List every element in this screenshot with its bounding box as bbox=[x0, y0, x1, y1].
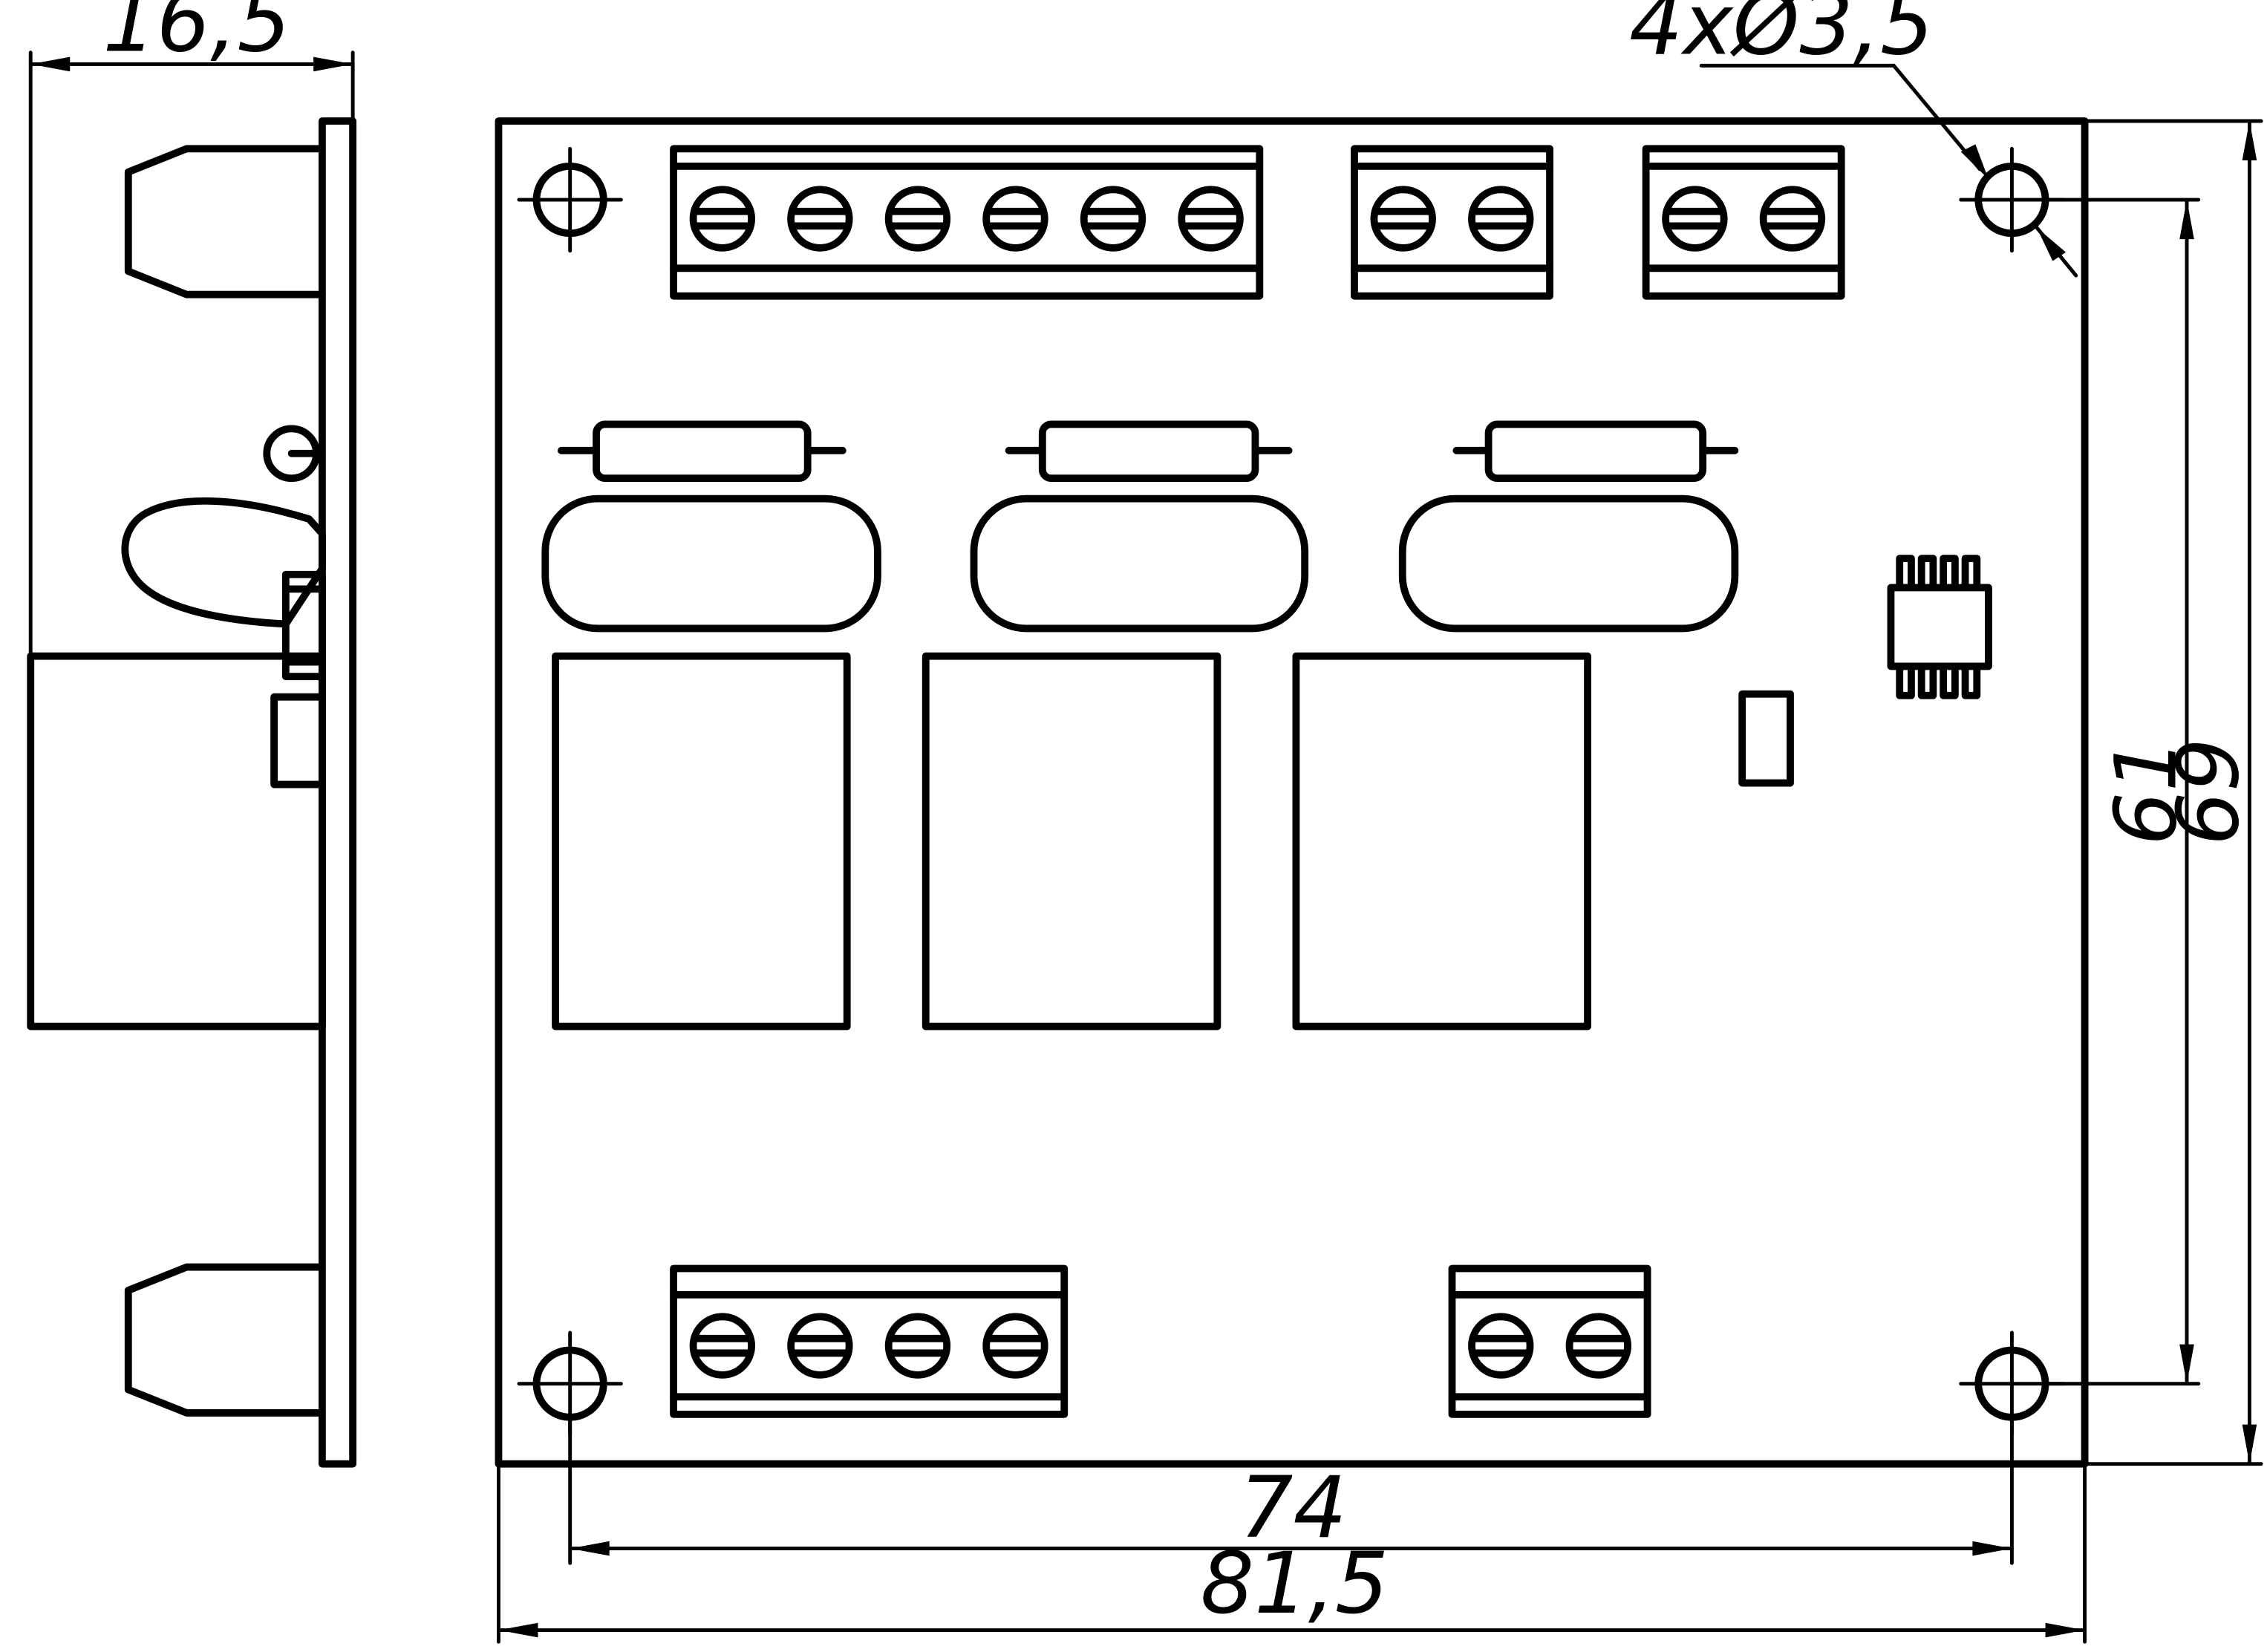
terminal-screw bbox=[982, 186, 1048, 252]
resistor bbox=[557, 420, 847, 483]
terminal-screw bbox=[1565, 1313, 1631, 1379]
side-relay-body bbox=[27, 652, 326, 1031]
terminal-screw bbox=[689, 1313, 756, 1379]
terminal-block bbox=[670, 145, 1264, 300]
dim-height-label: 69 bbox=[2159, 738, 2258, 846]
smd-component bbox=[1738, 690, 1794, 787]
side-connector-bottom bbox=[124, 1263, 326, 1417]
terminal-block bbox=[670, 1264, 1069, 1418]
terminal-screw bbox=[1468, 1313, 1534, 1379]
side-view: 16,5 bbox=[27, 0, 357, 1468]
terminal-screw bbox=[689, 186, 756, 252]
soic-chip bbox=[1887, 555, 1992, 699]
side-smd-part bbox=[281, 570, 326, 681]
relay bbox=[552, 652, 851, 1031]
side-capacitor bbox=[121, 497, 326, 628]
terminal-screw bbox=[1178, 186, 1244, 252]
dim-width-label: 81,5 bbox=[1201, 1534, 1389, 1633]
side-board-edge bbox=[318, 117, 357, 1468]
dim-hole-horizontal-label: 74 bbox=[1239, 1458, 1347, 1557]
terminal-screw bbox=[787, 186, 853, 252]
front-view: 4xØ3,5 61 69 74 81,5 bbox=[495, 0, 2263, 1644]
dim-holes-label: 4xØ3,5 bbox=[1629, 0, 1934, 74]
terminal-block bbox=[1642, 145, 1845, 300]
terminal-screw bbox=[982, 1313, 1048, 1379]
terminal-screw bbox=[1468, 186, 1534, 252]
terminal-screw bbox=[1759, 186, 1826, 252]
terminal-screw bbox=[1662, 186, 1728, 252]
terminal-block bbox=[1448, 1264, 1651, 1418]
board-outline bbox=[495, 117, 2089, 1468]
terminal-block bbox=[1351, 145, 1553, 300]
resistor bbox=[1452, 420, 1739, 483]
relay bbox=[922, 652, 1221, 1031]
side-small-part bbox=[270, 693, 326, 789]
terminal-screw bbox=[884, 186, 951, 252]
resistor bbox=[1005, 420, 1293, 483]
relay bbox=[1292, 652, 1591, 1031]
dim-thickness-label: 16,5 bbox=[102, 0, 291, 71]
relay-cap bbox=[541, 494, 881, 633]
terminal-screw bbox=[787, 1313, 853, 1379]
dim-hole-vertical-label: 61 bbox=[2096, 738, 2195, 846]
terminal-screw bbox=[1080, 186, 1146, 252]
mounting-hole bbox=[517, 146, 623, 253]
terminal-screw bbox=[884, 1313, 951, 1379]
relay-cap bbox=[970, 494, 1309, 633]
relay-cap bbox=[1398, 494, 1739, 633]
side-connector-top bbox=[124, 145, 326, 298]
terminal-screw bbox=[1370, 186, 1436, 252]
